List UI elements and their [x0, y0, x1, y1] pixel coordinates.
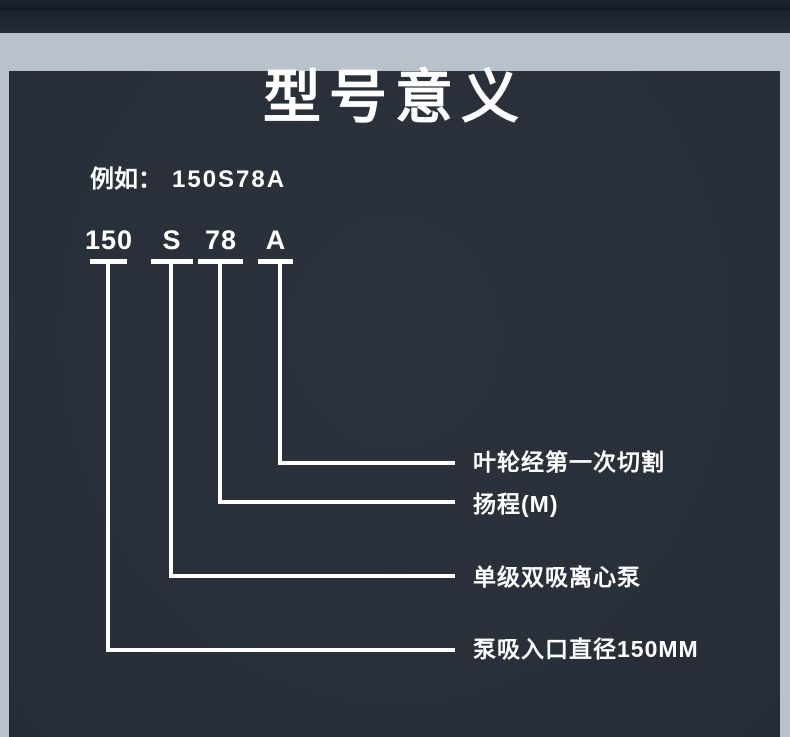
- code-token-78: 78: [204, 225, 238, 255]
- desc-label-s: 单级双吸离心泵: [473, 564, 641, 590]
- content-panel: [9, 71, 780, 737]
- example-model-number: 150S78A: [172, 166, 287, 193]
- code-token-a: A: [265, 225, 287, 255]
- desc-label-150: 泵吸入口直径150MM: [473, 636, 699, 662]
- underline-a: [258, 259, 293, 264]
- leader-horizontal-78: [218, 500, 455, 504]
- underline-s: [151, 259, 193, 264]
- code-token-s: S: [162, 225, 182, 255]
- leader-vertical-s: [169, 264, 173, 578]
- leader-vertical-a: [278, 264, 282, 465]
- code-token-150: 150: [84, 225, 134, 255]
- page-title: 型号意义: [262, 65, 527, 130]
- leader-horizontal-a: [278, 461, 455, 465]
- leader-vertical-78: [218, 264, 222, 504]
- desc-label-a: 叶轮经第一次切割: [473, 449, 665, 475]
- example-prefix: 例如：: [90, 166, 162, 193]
- desc-label-78: 扬程(M): [473, 491, 559, 517]
- leader-horizontal-150: [106, 648, 455, 652]
- gray-frame: [0, 33, 790, 737]
- header-band: [0, 0, 790, 33]
- leader-horizontal-s: [169, 574, 455, 578]
- underline-150: [90, 259, 127, 264]
- underline-78: [198, 259, 243, 264]
- leader-vertical-150: [106, 264, 110, 652]
- example-line: 例如： 150S78A: [90, 165, 286, 195]
